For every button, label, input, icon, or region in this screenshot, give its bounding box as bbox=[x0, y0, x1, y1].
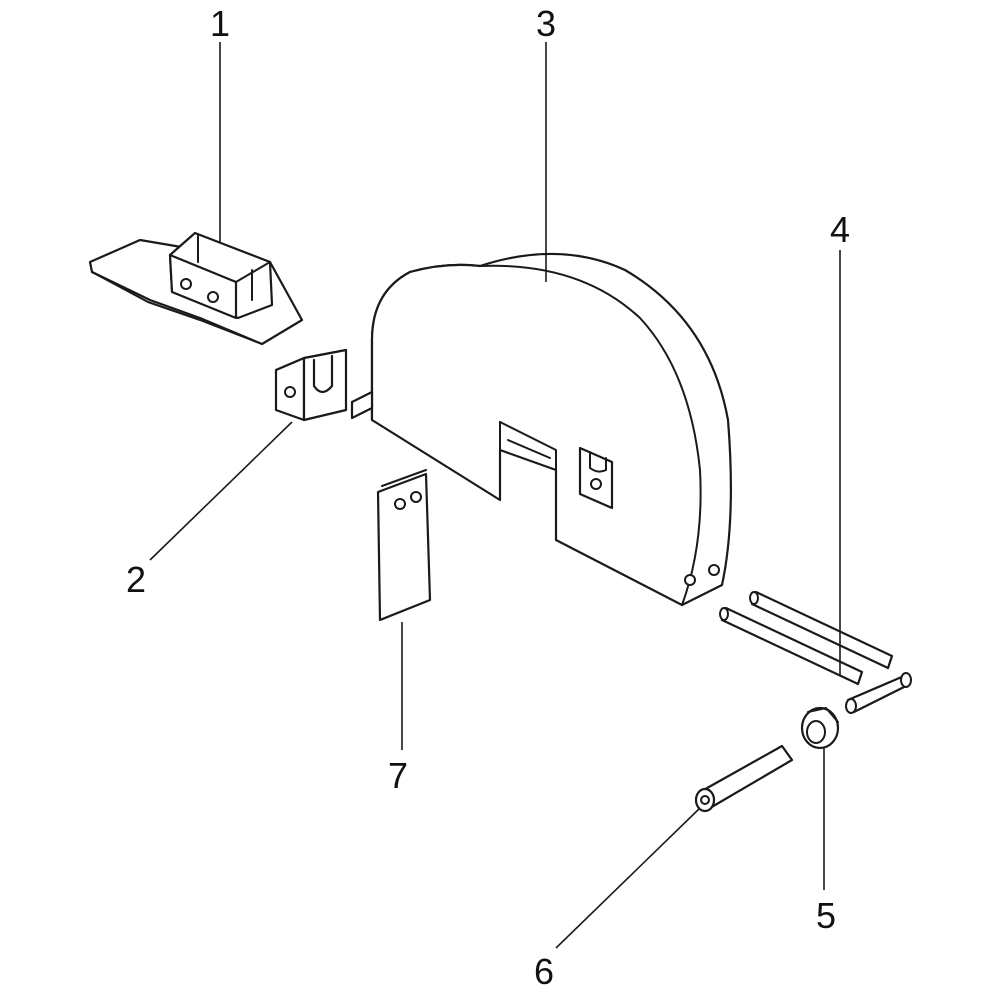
part-6-pin bbox=[694, 744, 794, 813]
part-2-clip bbox=[274, 348, 348, 422]
part-1-bracket bbox=[88, 231, 304, 346]
leader-lines bbox=[149, 42, 841, 949]
leader-2 bbox=[149, 421, 293, 561]
callout-2: 2 bbox=[126, 559, 146, 600]
part-7-plate bbox=[376, 469, 432, 622]
callout-5: 5 bbox=[816, 895, 836, 936]
part-5-collar bbox=[800, 706, 840, 750]
callout-3: 3 bbox=[536, 3, 556, 44]
leader-6 bbox=[555, 807, 701, 949]
callout-7: 7 bbox=[388, 755, 408, 796]
part-4-rods bbox=[719, 590, 912, 714]
callout-1: 1 bbox=[210, 3, 230, 44]
callout-labels: 1 2 3 4 5 6 7 bbox=[126, 3, 850, 992]
callout-6: 6 bbox=[534, 951, 554, 992]
part-3-guard-housing bbox=[350, 252, 732, 607]
callout-4: 4 bbox=[830, 209, 850, 250]
